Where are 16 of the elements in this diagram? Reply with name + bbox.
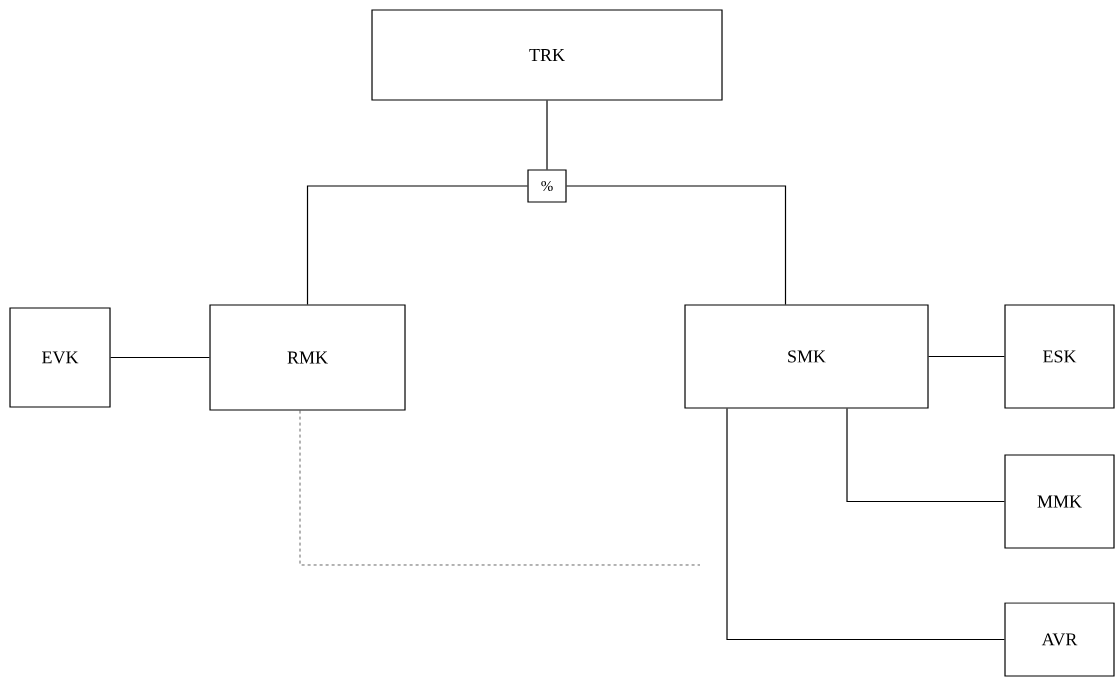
process-box: RMK (209, 304, 406, 411)
process-box: MMK (1004, 454, 1115, 549)
process-box: AVR (1004, 602, 1115, 677)
connector-line (846, 408, 1005, 503)
connector-line (726, 408, 1005, 641)
connector-line (110, 356, 210, 359)
dashed-line (299, 410, 701, 566)
process-box: ESK (1004, 304, 1115, 409)
junction-box: % (527, 169, 567, 203)
process-box: EVK (9, 307, 111, 408)
connector-line (928, 355, 1005, 358)
process-box: TRK (371, 9, 723, 101)
process-box: SMK (684, 304, 929, 409)
connector-line (566, 185, 787, 305)
connector-line (546, 100, 548, 170)
connector-line (306, 185, 528, 305)
